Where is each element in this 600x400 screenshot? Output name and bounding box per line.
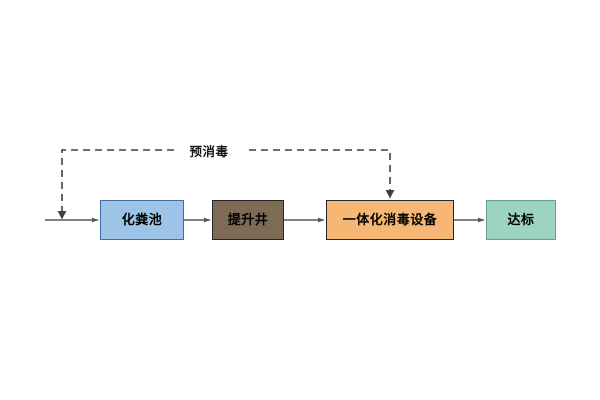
feedback-arrowhead-inlet: [57, 211, 67, 220]
node-integrated-disinfection-equipment-label: 一体化消毒设备: [342, 212, 438, 228]
feedback-arrowhead-disinfection: [385, 190, 395, 199]
node-integrated-disinfection-equipment[interactable]: 一体化消毒设备: [326, 200, 454, 240]
feedback-label-pre-disinfection: 预消毒: [178, 139, 240, 161]
feedback-label-text: 预消毒: [189, 143, 229, 159]
node-meets-standard-label: 达标: [507, 212, 535, 228]
node-septic-tank[interactable]: 化粪池: [100, 200, 184, 240]
feedback-path-left-segment: [61, 149, 174, 212]
node-septic-tank-label: 化粪池: [121, 212, 163, 228]
feedback-path-right-segment: [244, 149, 391, 196]
node-meets-standard[interactable]: 达标: [486, 200, 556, 240]
node-lift-well-label: 提升井: [227, 212, 269, 228]
node-lift-well[interactable]: 提升井: [212, 200, 284, 240]
